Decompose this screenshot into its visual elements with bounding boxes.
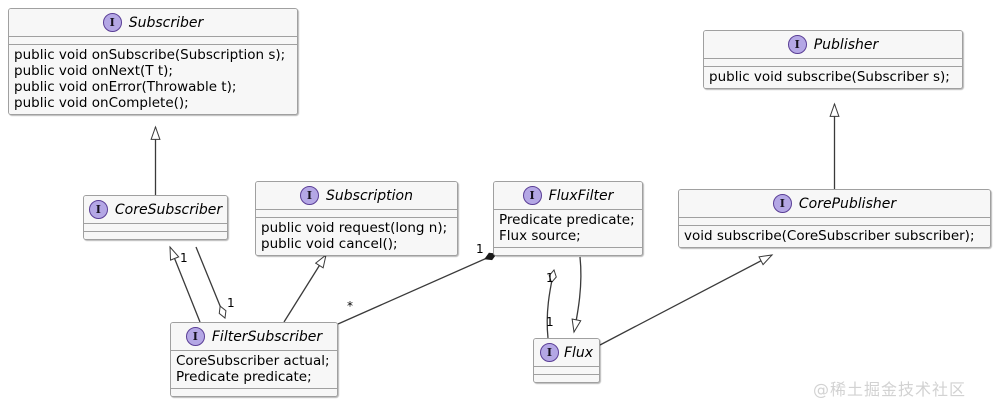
class-name-subscription: Subscription <box>326 187 413 204</box>
class-empty-compartment <box>494 248 642 255</box>
class-node-subscriber[interactable]: I Subscriber public void onSubscribe(Sub… <box>8 8 298 115</box>
class-node-coresubscriber[interactable]: I CoreSubscriber <box>83 195 228 240</box>
class-name-publisher: Publisher <box>813 36 879 53</box>
class-header-corepublisher: I CorePublisher <box>679 190 990 218</box>
member-line: public void onError(Throwable t); <box>14 79 237 95</box>
class-empty-compartment <box>84 224 227 232</box>
class-header-publisher: I Publisher <box>704 31 962 59</box>
class-node-filtersubscriber[interactable]: I FilterSubscriber CoreSubscriber actual… <box>170 322 338 397</box>
watermark-text: @稀土掘金技术社区 <box>813 380 967 399</box>
class-empty-compartment <box>534 375 599 382</box>
edge-flux-to-corepublisher <box>599 255 772 346</box>
member-line: Predicate predicate; <box>499 212 635 228</box>
class-header-filtersubscriber: I FilterSubscriber <box>171 323 337 351</box>
class-node-flux[interactable]: I Flux <box>533 338 600 383</box>
class-members-publisher: public void subscribe(Subscriber s); <box>704 67 962 88</box>
class-empty-compartment <box>84 232 227 239</box>
interface-icon: I <box>102 13 122 32</box>
class-members-subscription: public void request(long n); public void… <box>256 218 457 255</box>
class-empty-compartment <box>534 367 599 375</box>
member-line: public void onComplete(); <box>14 95 189 111</box>
class-empty-compartment <box>704 59 962 67</box>
member-line: public void subscribe(Subscriber s); <box>709 69 950 85</box>
interface-icon: I <box>772 194 792 213</box>
class-node-publisher[interactable]: I Publisher public void subscribe(Subscr… <box>703 30 963 89</box>
class-header-coresubscriber: I CoreSubscriber <box>84 196 227 224</box>
class-fields-filtersubscriber: CoreSubscriber actual; Predicate predica… <box>171 351 337 389</box>
member-line: CoreSubscriber actual; <box>176 353 330 369</box>
class-node-corepublisher[interactable]: I CorePublisher void subscribe(CoreSubsc… <box>678 189 991 248</box>
class-members-corepublisher: void subscribe(CoreSubscriber subscriber… <box>679 226 990 247</box>
class-name-fluxfilter: FluxFilter <box>548 187 614 204</box>
edge-coresubscriber-aggregation-filtersubscriber <box>195 246 225 318</box>
member-line: public void onNext(T t); <box>14 63 173 79</box>
member-line: Predicate predicate; <box>176 369 312 385</box>
edge-label-multiplicity: * <box>347 299 353 313</box>
interface-icon: I <box>300 186 319 205</box>
class-empty-compartment <box>171 389 337 396</box>
class-node-fluxfilter[interactable]: I FluxFilter Predicate predicate; Flux s… <box>493 181 643 256</box>
class-name-corepublisher: CorePublisher <box>798 195 897 212</box>
member-line: public void cancel(); <box>261 236 398 252</box>
class-name-flux: Flux <box>563 344 594 361</box>
class-fields-fluxfilter: Predicate predicate; Flux source; <box>494 210 642 248</box>
interface-icon: I <box>88 200 108 219</box>
class-header-subscriber: I Subscriber <box>9 9 297 37</box>
edge-filtersubscriber-composition-fluxfilter <box>337 254 496 325</box>
interface-icon: I <box>522 186 542 205</box>
edge-label-multiplicity: 1 <box>546 315 554 329</box>
class-empty-compartment <box>256 210 457 218</box>
edge-label-multiplicity: 1 <box>476 242 484 256</box>
member-line: public void request(long n); <box>261 220 448 236</box>
edge-label-multiplicity: 1 <box>227 296 235 310</box>
member-line: Flux source; <box>499 228 581 244</box>
class-members-subscriber: public void onSubscribe(Subscription s);… <box>9 45 297 114</box>
edge-filtersubscriber-to-subscription <box>283 255 326 323</box>
class-header-fluxfilter: I FluxFilter <box>494 182 642 210</box>
interface-icon: I <box>185 327 205 346</box>
edge-fluxfilter-generalization-flux <box>574 256 582 332</box>
class-header-subscription: I Subscription <box>256 182 457 210</box>
class-name-subscriber: Subscriber <box>128 14 204 31</box>
class-header-flux: I Flux <box>534 339 599 367</box>
member-line: public void onSubscribe(Subscription s); <box>14 47 286 63</box>
member-line: void subscribe(CoreSubscriber subscriber… <box>684 228 975 244</box>
class-empty-compartment <box>679 218 990 226</box>
class-name-coresubscriber: CoreSubscriber <box>114 201 223 218</box>
class-node-subscription[interactable]: I Subscription public void request(long … <box>255 181 458 256</box>
interface-icon: I <box>539 343 559 362</box>
interface-icon: I <box>787 35 807 54</box>
class-empty-compartment <box>9 37 297 45</box>
class-name-filtersubscriber: FilterSubscriber <box>211 328 323 345</box>
edge-label-multiplicity: 1 <box>546 271 554 285</box>
edge-label-multiplicity: 1 <box>180 251 188 265</box>
